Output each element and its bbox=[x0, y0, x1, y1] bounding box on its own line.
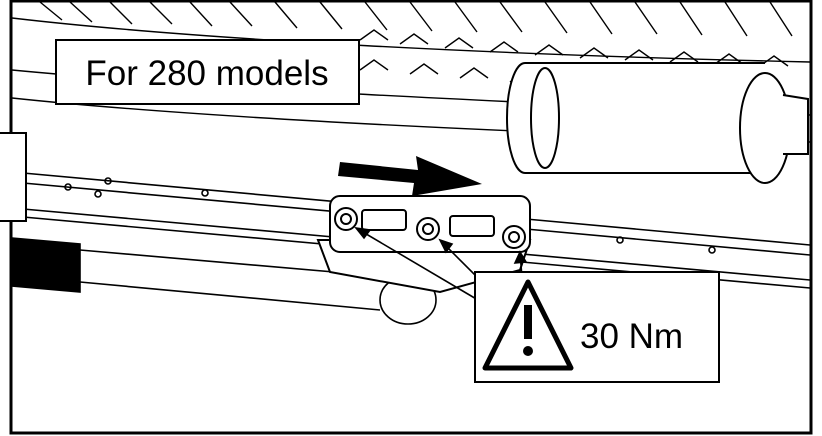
torque-value-label: 30 Nm bbox=[580, 317, 683, 356]
bolt-left bbox=[334, 207, 358, 231]
bolt-right bbox=[502, 225, 526, 249]
roller bbox=[506, 62, 809, 184]
bolt-group bbox=[334, 207, 526, 249]
bolt-center bbox=[416, 217, 440, 241]
side-callout-box bbox=[0, 132, 27, 222]
model-note-label: For 280 models bbox=[85, 54, 328, 93]
model-note-box bbox=[55, 39, 360, 105]
warning-triangle-icon bbox=[482, 279, 574, 371]
direction-arrow-icon bbox=[338, 156, 482, 196]
